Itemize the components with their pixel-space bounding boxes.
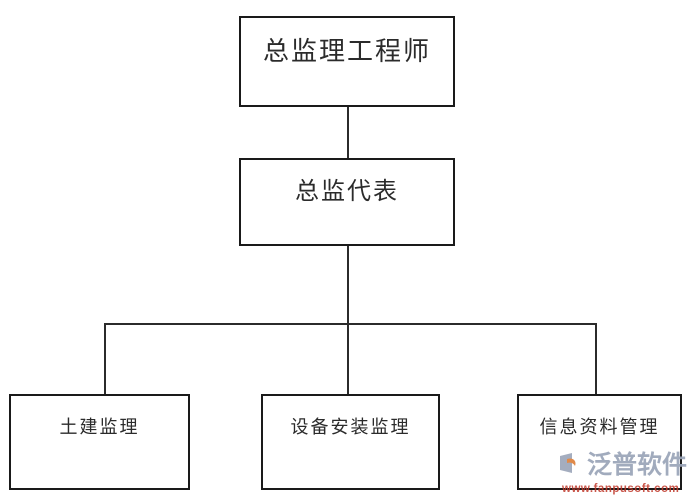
connector-chief-to-deputy xyxy=(347,107,349,158)
connector-drop-info xyxy=(595,323,597,394)
node-label-civil: 土建监理 xyxy=(59,417,140,437)
node-civil-supervision: 土建监理 xyxy=(9,394,190,490)
node-label-info: 信息资料管理 xyxy=(539,417,660,437)
node-deputy-chief-representative: 总监代表 xyxy=(239,158,455,246)
connector-horizontal-bus xyxy=(104,323,597,325)
node-label-equipment: 设备安装监理 xyxy=(290,417,411,437)
connector-deputy-to-bus xyxy=(347,246,349,324)
node-information-document-management: 信息资料管理 xyxy=(517,394,682,490)
node-label-deputy: 总监代表 xyxy=(295,179,399,205)
node-chief-supervising-engineer: 总监理工程师 xyxy=(239,16,455,107)
connector-drop-equipment xyxy=(347,323,349,394)
connector-drop-civil xyxy=(104,323,106,394)
node-label-chief: 总监理工程师 xyxy=(262,37,431,66)
node-equipment-installation-supervision: 设备安装监理 xyxy=(261,394,440,490)
